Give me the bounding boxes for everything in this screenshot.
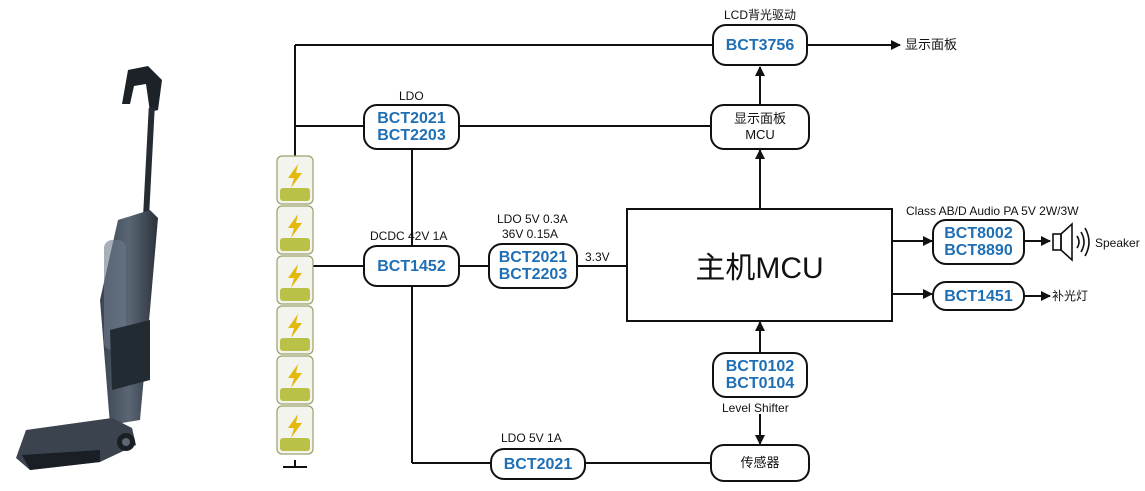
chip-audio-line1: BCT8002	[944, 225, 1012, 242]
battery-cell	[277, 156, 313, 204]
label-class-audio: Class AB/D Audio PA 5V 2W/3W	[906, 204, 1079, 218]
battery-cell	[277, 356, 313, 404]
chip-light-label: BCT1451	[944, 288, 1012, 305]
chip-ldo-top: BCT2021 BCT2203	[363, 104, 460, 150]
chip-dcdc: BCT1452	[363, 245, 460, 287]
chip-level-shifter: BCT0102 BCT0104	[712, 352, 808, 398]
speaker-icon	[1053, 224, 1089, 260]
chip-bct3756: BCT3756	[712, 24, 808, 66]
chip-ldo-bottom-label: BCT2021	[504, 456, 572, 473]
display-mcu-box: 显示面板 MCU	[710, 104, 810, 150]
label-level-shifter: Level Shifter	[722, 401, 789, 415]
chip-ldo-mid-line2: BCT2203	[499, 266, 567, 283]
battery-stack	[277, 156, 313, 454]
chip-audio-line2: BCT8890	[944, 242, 1012, 259]
display-mcu-line1: 显示面板	[734, 111, 786, 127]
ground-icon	[283, 460, 307, 467]
sensor-label: 传感器	[740, 455, 779, 471]
battery-cell	[277, 406, 313, 454]
chip-level-line2: BCT0104	[726, 375, 794, 392]
chip-ldo-top-line2: BCT2203	[377, 127, 445, 144]
label-lcd-backlight: LCD背光驱动	[724, 8, 796, 22]
sensor-box: 传感器	[710, 444, 810, 482]
chip-level-line1: BCT0102	[726, 358, 794, 375]
label-ldo: LDO	[399, 89, 424, 103]
chip-ldo-mid: BCT2021 BCT2203	[488, 243, 578, 289]
label-ldo-5v-03a: LDO 5V 0.3A	[497, 212, 568, 226]
battery-cell	[277, 206, 313, 254]
vacuum-illustration	[16, 66, 162, 470]
battery-cell	[277, 306, 313, 354]
label-3v3: 3.3V	[585, 250, 610, 264]
chip-light-driver: BCT1451	[932, 281, 1025, 311]
chip-bct3756-label: BCT3756	[726, 37, 794, 54]
battery-cell	[277, 256, 313, 304]
main-mcu-box: 主机MCU	[626, 208, 893, 322]
chip-ldo-bottom: BCT2021	[490, 448, 586, 480]
chip-ldo-top-line1: BCT2021	[377, 110, 445, 127]
label-ldo-5v-1a: LDO 5V 1A	[501, 431, 562, 445]
label-fill-light: 补光灯	[1052, 289, 1088, 303]
chip-ldo-mid-line1: BCT2021	[499, 249, 567, 266]
label-speaker: Speaker	[1095, 236, 1140, 250]
main-mcu-label: 主机MCU	[695, 243, 823, 287]
label-ldo-36v: 36V 0.15A	[502, 227, 558, 241]
chip-audio-amp: BCT8002 BCT8890	[932, 219, 1025, 265]
label-display-panel: 显示面板	[905, 38, 957, 52]
label-dcdc: DCDC 42V 1A	[370, 229, 447, 243]
chip-dcdc-label: BCT1452	[377, 258, 445, 275]
display-mcu-line2: MCU	[745, 127, 775, 143]
